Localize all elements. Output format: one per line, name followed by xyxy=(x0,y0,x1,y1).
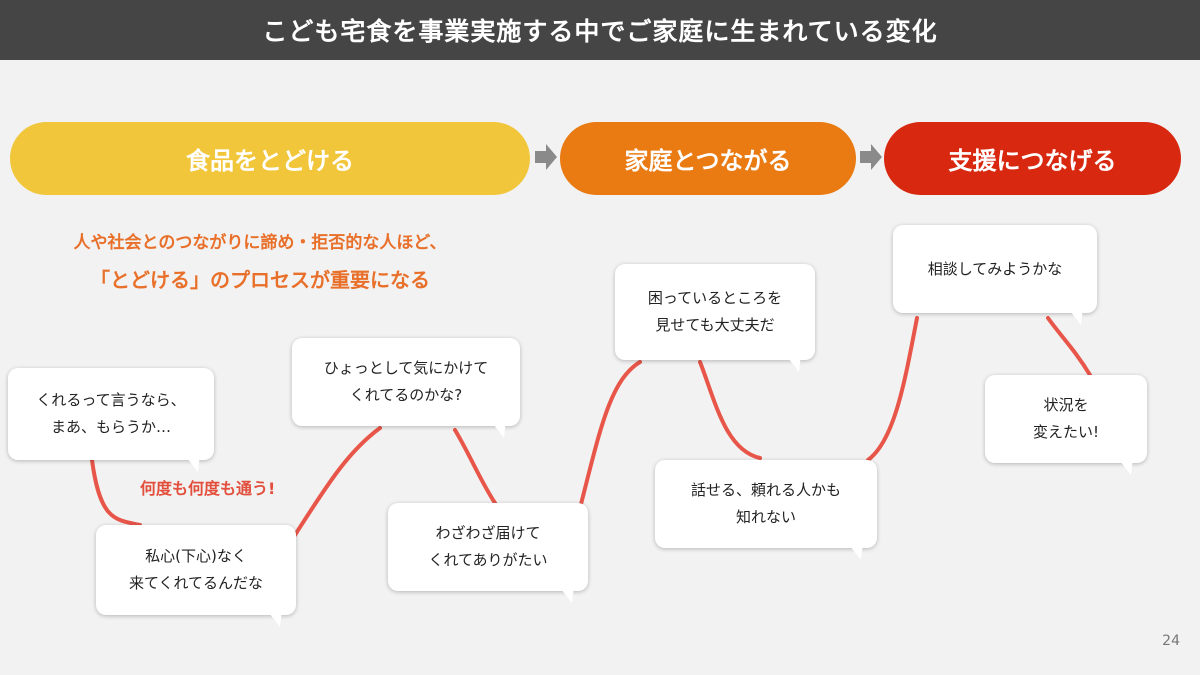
page-title-text: こども宅食を事業実施する中でご家庭に生まれている変化 xyxy=(262,17,938,46)
note-line-1: 人や社会とのつながりに諦め・拒否的な人ほど、 xyxy=(73,233,447,253)
speech-bubble: 話せる、頼れる人かも 知れない xyxy=(655,460,877,560)
speech-bubble: 私心(下心)なく 来てくれてるんだな xyxy=(96,525,296,627)
stage-label: 食品をとどける xyxy=(186,147,354,175)
bubble-text: 状況を 変えたい! xyxy=(1032,396,1099,441)
speech-bubble: 相談してみようかな xyxy=(893,225,1097,325)
speech-bubble: 状況を 変えたい! xyxy=(985,375,1147,475)
bubble-text: 話せる、頼れる人かも 知れない xyxy=(690,481,841,526)
bubble-text: 困っているところを 見せても大丈夫だ xyxy=(647,289,783,334)
stage-connect-family: 家庭とつながる xyxy=(560,122,856,195)
page-title: こども宅食を事業実施する中でご家庭に生まれている変化 xyxy=(0,0,1200,60)
page-number: 24 xyxy=(1162,633,1180,649)
bubble-text: わざわざ届けて くれてありがたい xyxy=(428,524,548,569)
arrow-right-icon xyxy=(535,144,557,170)
speech-bubble: ひょっとして気にかけて くれてるのかな? xyxy=(292,338,520,438)
stage-link-support: 支援につなげる xyxy=(884,122,1181,195)
stage-label: 家庭とつながる xyxy=(624,147,792,175)
note-line-2: 「とどける」のプロセスが重要になる xyxy=(90,268,430,292)
bubble-text: 相談してみようかな xyxy=(927,259,1063,278)
bubble-text: 私心(下心)なく 来てくれてるんだな xyxy=(128,547,264,592)
repeat-visit-label: 何度も何度も通う! xyxy=(140,479,276,498)
speech-bubble: わざわざ届けて くれてありがたい xyxy=(388,503,588,603)
speech-bubble: 困っているところを 見せても大丈夫だ xyxy=(615,264,815,372)
bubble-text: ひょっとして気にかけて くれてるのかな? xyxy=(323,359,489,404)
stage-label: 支援につなげる xyxy=(948,147,1117,175)
stage-deliver-food: 食品をとどける xyxy=(10,122,530,195)
speech-bubble: くれるって言うなら、 まあ、もらうか… xyxy=(8,368,214,472)
bubble-text: くれるって言うなら、 まあ、もらうか… xyxy=(36,391,186,436)
arrow-right-icon xyxy=(860,144,882,170)
